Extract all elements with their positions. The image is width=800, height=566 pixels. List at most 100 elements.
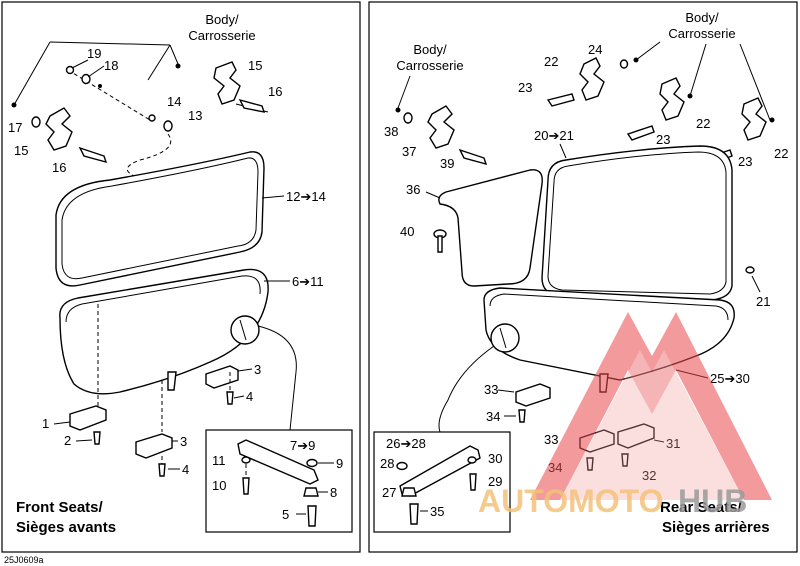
callout-15-left: 15 — [14, 143, 28, 158]
callout-3-upper: 3 — [254, 362, 261, 377]
callout-24: 24 — [588, 42, 602, 57]
washer-13 — [163, 120, 173, 132]
bolt-4-lower — [158, 463, 166, 477]
bracket-3-lower — [135, 433, 173, 459]
callout-22-right: 22 — [774, 146, 788, 161]
bolt-29 — [469, 473, 477, 491]
bracket-22-right — [741, 97, 767, 141]
callout-12-14: 12➔14 — [286, 189, 326, 204]
detail-box-right — [373, 431, 511, 533]
document-code: 25J0609a — [4, 555, 44, 565]
callout-37: 37 — [402, 144, 416, 159]
callout-7-9: 7➔9 — [290, 438, 315, 453]
callout-14: 14 — [167, 94, 181, 109]
nut-19 — [65, 65, 75, 75]
callout-32: 32 — [642, 468, 656, 483]
nut-27 — [401, 487, 417, 497]
bolt-34-lower — [586, 457, 594, 471]
callout-38: 38 — [384, 124, 398, 139]
nut-8 — [303, 487, 319, 497]
left-title-1: Front Seats/ — [16, 499, 104, 516]
bracket-3-upper — [205, 365, 239, 389]
bolt-16-left — [78, 146, 108, 164]
bolt-35 — [409, 503, 419, 525]
callout-39: 39 — [440, 156, 454, 171]
bracket-15-right — [213, 61, 241, 105]
callout-23-top: 23 — [518, 80, 532, 95]
left-body-label-1: Body/ — [205, 12, 239, 27]
callout-6-11: 6➔11 — [292, 274, 324, 289]
callout-19: 19 — [87, 46, 101, 61]
callout-33-lower: 33 — [544, 432, 558, 447]
right-body-label-top-1: Body/ — [685, 10, 719, 25]
bolt-34-upper — [518, 409, 526, 423]
callout-4-lower: 4 — [182, 462, 189, 477]
bolt-23-mid — [626, 125, 655, 141]
bracket-22-mid — [659, 77, 685, 121]
side-panel-36 — [438, 169, 543, 287]
bracket-22-top — [579, 57, 605, 101]
right-panel-frame — [368, 1, 798, 553]
bracket-37 — [427, 105, 455, 149]
right-body-label-top-2: Carrosserie — [668, 26, 735, 41]
callout-22-mid: 22 — [696, 116, 710, 131]
callout-20-21: 20➔21 — [534, 128, 574, 143]
callout-34-upper: 34 — [486, 409, 500, 424]
washer-17 — [31, 116, 41, 128]
callout-10: 10 — [212, 478, 226, 493]
callout-4-upper: 4 — [246, 389, 253, 404]
callout-22-top: 22 — [544, 54, 558, 69]
callout-29: 29 — [488, 474, 502, 489]
callout-17: 17 — [8, 120, 22, 135]
bolt-2 — [93, 431, 101, 445]
callout-28: 28 — [380, 456, 394, 471]
callout-18: 18 — [104, 58, 118, 73]
washer-24 — [619, 59, 629, 69]
watermark-logo — [530, 312, 772, 500]
bolt-39 — [458, 148, 488, 166]
callout-13: 13 — [188, 108, 202, 123]
right-panel: Body/ Carrosserie Body/ Carrosserie 24 2… — [373, 10, 788, 536]
bolt-32 — [621, 453, 629, 467]
callout-23-right: 23 — [738, 154, 752, 169]
callout-8: 8 — [330, 485, 337, 500]
callout-2: 2 — [64, 433, 71, 448]
callout-16-left: 16 — [52, 160, 66, 175]
callout-40: 40 — [400, 224, 414, 239]
detail-circle-left — [230, 315, 260, 345]
callout-3-lower: 3 — [180, 434, 187, 449]
watermark-text-main: AUTOMOTO — [478, 483, 663, 519]
rear-backrest — [541, 145, 733, 301]
callout-26-28: 26➔28 — [386, 436, 426, 451]
callout-31: 31 — [666, 436, 680, 451]
bracket-15-left — [45, 107, 73, 151]
cap-28 — [396, 461, 408, 471]
callout-30: 30 — [488, 451, 502, 466]
callout-36: 36 — [406, 182, 420, 197]
callout-21: 21 — [756, 294, 770, 309]
left-panel-frame — [1, 1, 361, 553]
left-title-2: Sièges avants — [16, 519, 116, 536]
detail-circle-right — [490, 323, 520, 353]
bracket-1 — [69, 405, 107, 431]
callout-16-right: 16 — [268, 84, 282, 99]
callout-15-right: 15 — [248, 58, 262, 73]
right-body-label-left-1: Body/ — [413, 42, 447, 57]
left-body-label-2: Carrosserie — [188, 28, 255, 43]
callout-27: 27 — [382, 485, 396, 500]
callout-23-mid: 23 — [656, 132, 670, 147]
front-backrest — [55, 151, 265, 287]
right-title-1: Rear Seats/ — [660, 499, 743, 516]
right-title-2: Sièges arrières — [662, 519, 770, 536]
left-panel: Body/ Carrosserie 19 18 15 16 14 13 17 1 — [8, 12, 353, 536]
plate-7 — [237, 439, 319, 485]
bracket-33-upper — [515, 383, 551, 407]
nut-14 — [148, 114, 156, 122]
bolt-4-upper — [226, 391, 234, 405]
cap-9 — [306, 458, 318, 468]
front-seat-cushion — [59, 268, 269, 395]
callout-25-30: 25➔30 — [710, 371, 750, 386]
watermark-text-hub: HUB — [678, 483, 747, 519]
callout-11: 11 — [212, 453, 226, 468]
